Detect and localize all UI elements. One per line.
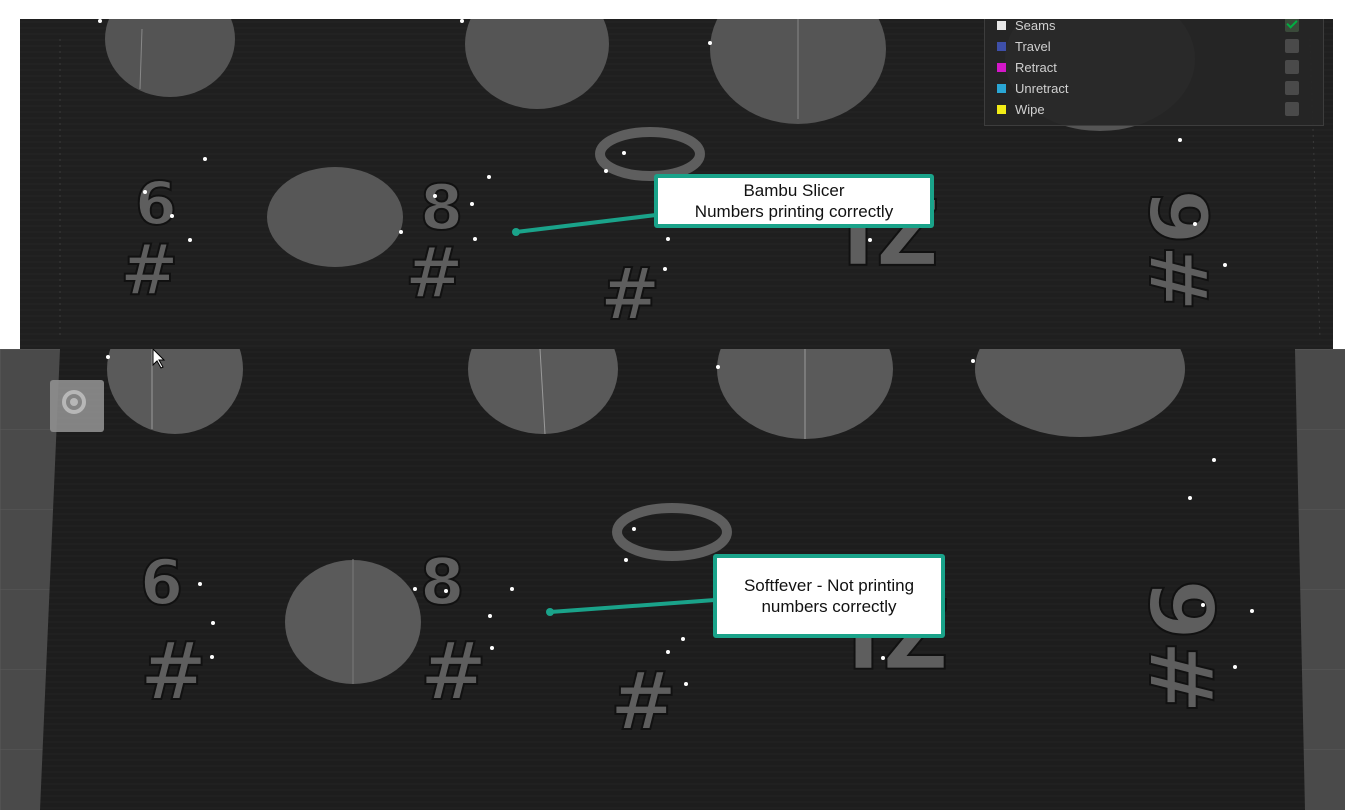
hole [975,349,1185,437]
svg-text:#: # [140,625,207,718]
legend-label: Wipe [1015,102,1045,117]
svg-text:8: 8 [420,171,463,244]
mouse-cursor-icon [152,349,166,369]
callout-text: numbers correctly [761,597,897,616]
retract-swatch [997,63,1006,72]
seams-swatch [997,21,1006,30]
legend-label: Retract [1015,60,1057,75]
unretract-swatch [997,84,1006,93]
callout-title: Bambu Slicer [743,181,845,200]
hole [267,167,403,267]
svg-text:#: # [420,625,487,718]
legend-item-retract[interactable]: Retract [997,59,1317,79]
hole [465,19,609,109]
travel-swatch [997,42,1006,51]
svg-text:9#: 9# [1129,579,1232,714]
line-type-legend: Seams Travel Retract Unretract Wipe [984,19,1324,126]
legend-item-seams[interactable]: Seams [997,19,1317,37]
seams-visibility-checkbox[interactable] [1285,19,1299,32]
number-markers: 6 # 8 # # ZL 9# [139,545,1233,749]
seam-markers [98,19,1227,271]
wipe-visibility-checkbox[interactable] [1285,102,1299,116]
hole [107,349,243,434]
callout-title: Softfever - Not printing [743,576,915,595]
svg-text:#: # [610,655,677,748]
wipe-swatch [997,105,1006,114]
legend-item-unretract[interactable]: Unretract [997,80,1317,100]
softfever-preview-viewport[interactable]: 6 # 8 # # ZL 9# [0,349,1345,810]
legend-label: Unretract [1015,81,1069,96]
svg-text:8: 8 [420,546,465,620]
svg-text:6: 6 [135,169,177,239]
unretract-visibility-checkbox[interactable] [1285,81,1299,95]
retract-visibility-checkbox[interactable] [1285,60,1299,74]
callout-text: Numbers printing correctly [694,202,894,221]
svg-text:#: # [600,252,660,336]
bambu-slicer-callout: Bambu Slicer Numbers printing correctly [654,174,934,228]
legend-item-travel[interactable]: Travel [997,38,1317,58]
svg-text:#: # [405,232,464,314]
svg-text:#: # [120,229,179,311]
softfever-callout: Softfever - Not printing numbers correct… [713,554,945,638]
plate-settings-icon[interactable] [50,380,104,432]
softfever-preview-canvas: 6 # 8 # # ZL 9# [0,349,1345,810]
legend-label: Travel [1015,39,1051,54]
legend-label: Seams [1015,19,1056,33]
seam-markers [106,355,1254,686]
svg-text:6: 6 [140,546,183,619]
travel-visibility-checkbox[interactable] [1285,39,1299,53]
legend-item-wipe[interactable]: Wipe [997,101,1317,121]
hole [105,19,235,97]
svg-text:9#: 9# [1131,189,1224,312]
